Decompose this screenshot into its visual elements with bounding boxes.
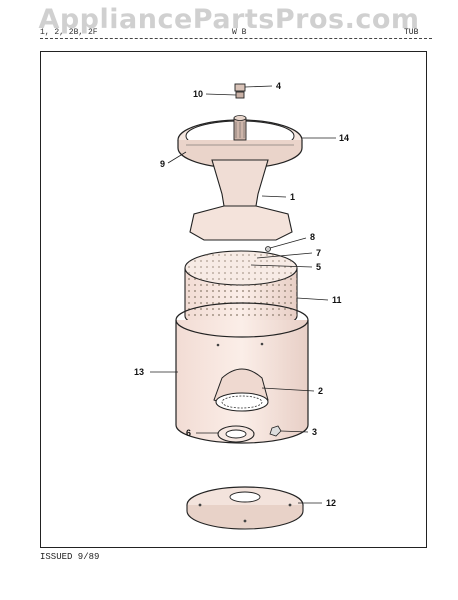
agitator-column-part — [189, 159, 293, 241]
callout-14: 14 — [339, 133, 349, 143]
callout-5: 5 — [316, 262, 321, 272]
callout-4: 4 — [276, 81, 281, 91]
callout-13: 13 — [134, 367, 144, 377]
leader-lines — [150, 85, 336, 504]
header-rule — [40, 38, 432, 39]
fastener-part — [269, 425, 282, 437]
callout-7: 7 — [316, 248, 321, 258]
issued-date: ISSUED 9/89 — [40, 552, 100, 562]
header-section: TUB — [404, 28, 419, 37]
callout-10: 10 — [193, 89, 203, 99]
callout-3: 3 — [312, 427, 317, 437]
shaft-cap-part — [234, 83, 246, 99]
callout-8: 8 — [310, 232, 315, 242]
basket-part — [184, 250, 298, 331]
base-plate-part — [186, 486, 304, 530]
callout-6: 6 — [186, 428, 191, 438]
callout-12: 12 — [326, 498, 336, 508]
shaft-hub-part — [233, 115, 247, 141]
seal-housing-part — [213, 368, 269, 412]
header-model: W B — [232, 28, 247, 37]
watermark: AppliancePartsPros.com — [38, 4, 420, 35]
gasket-part — [217, 425, 255, 443]
diagram-frame — [40, 51, 427, 548]
callout-2: 2 — [318, 386, 323, 396]
callout-1: 1 — [290, 192, 295, 202]
callout-9: 9 — [160, 159, 165, 169]
callout-11: 11 — [332, 295, 342, 305]
header-model-list: 1, 2, 2B, 2F — [40, 28, 98, 37]
